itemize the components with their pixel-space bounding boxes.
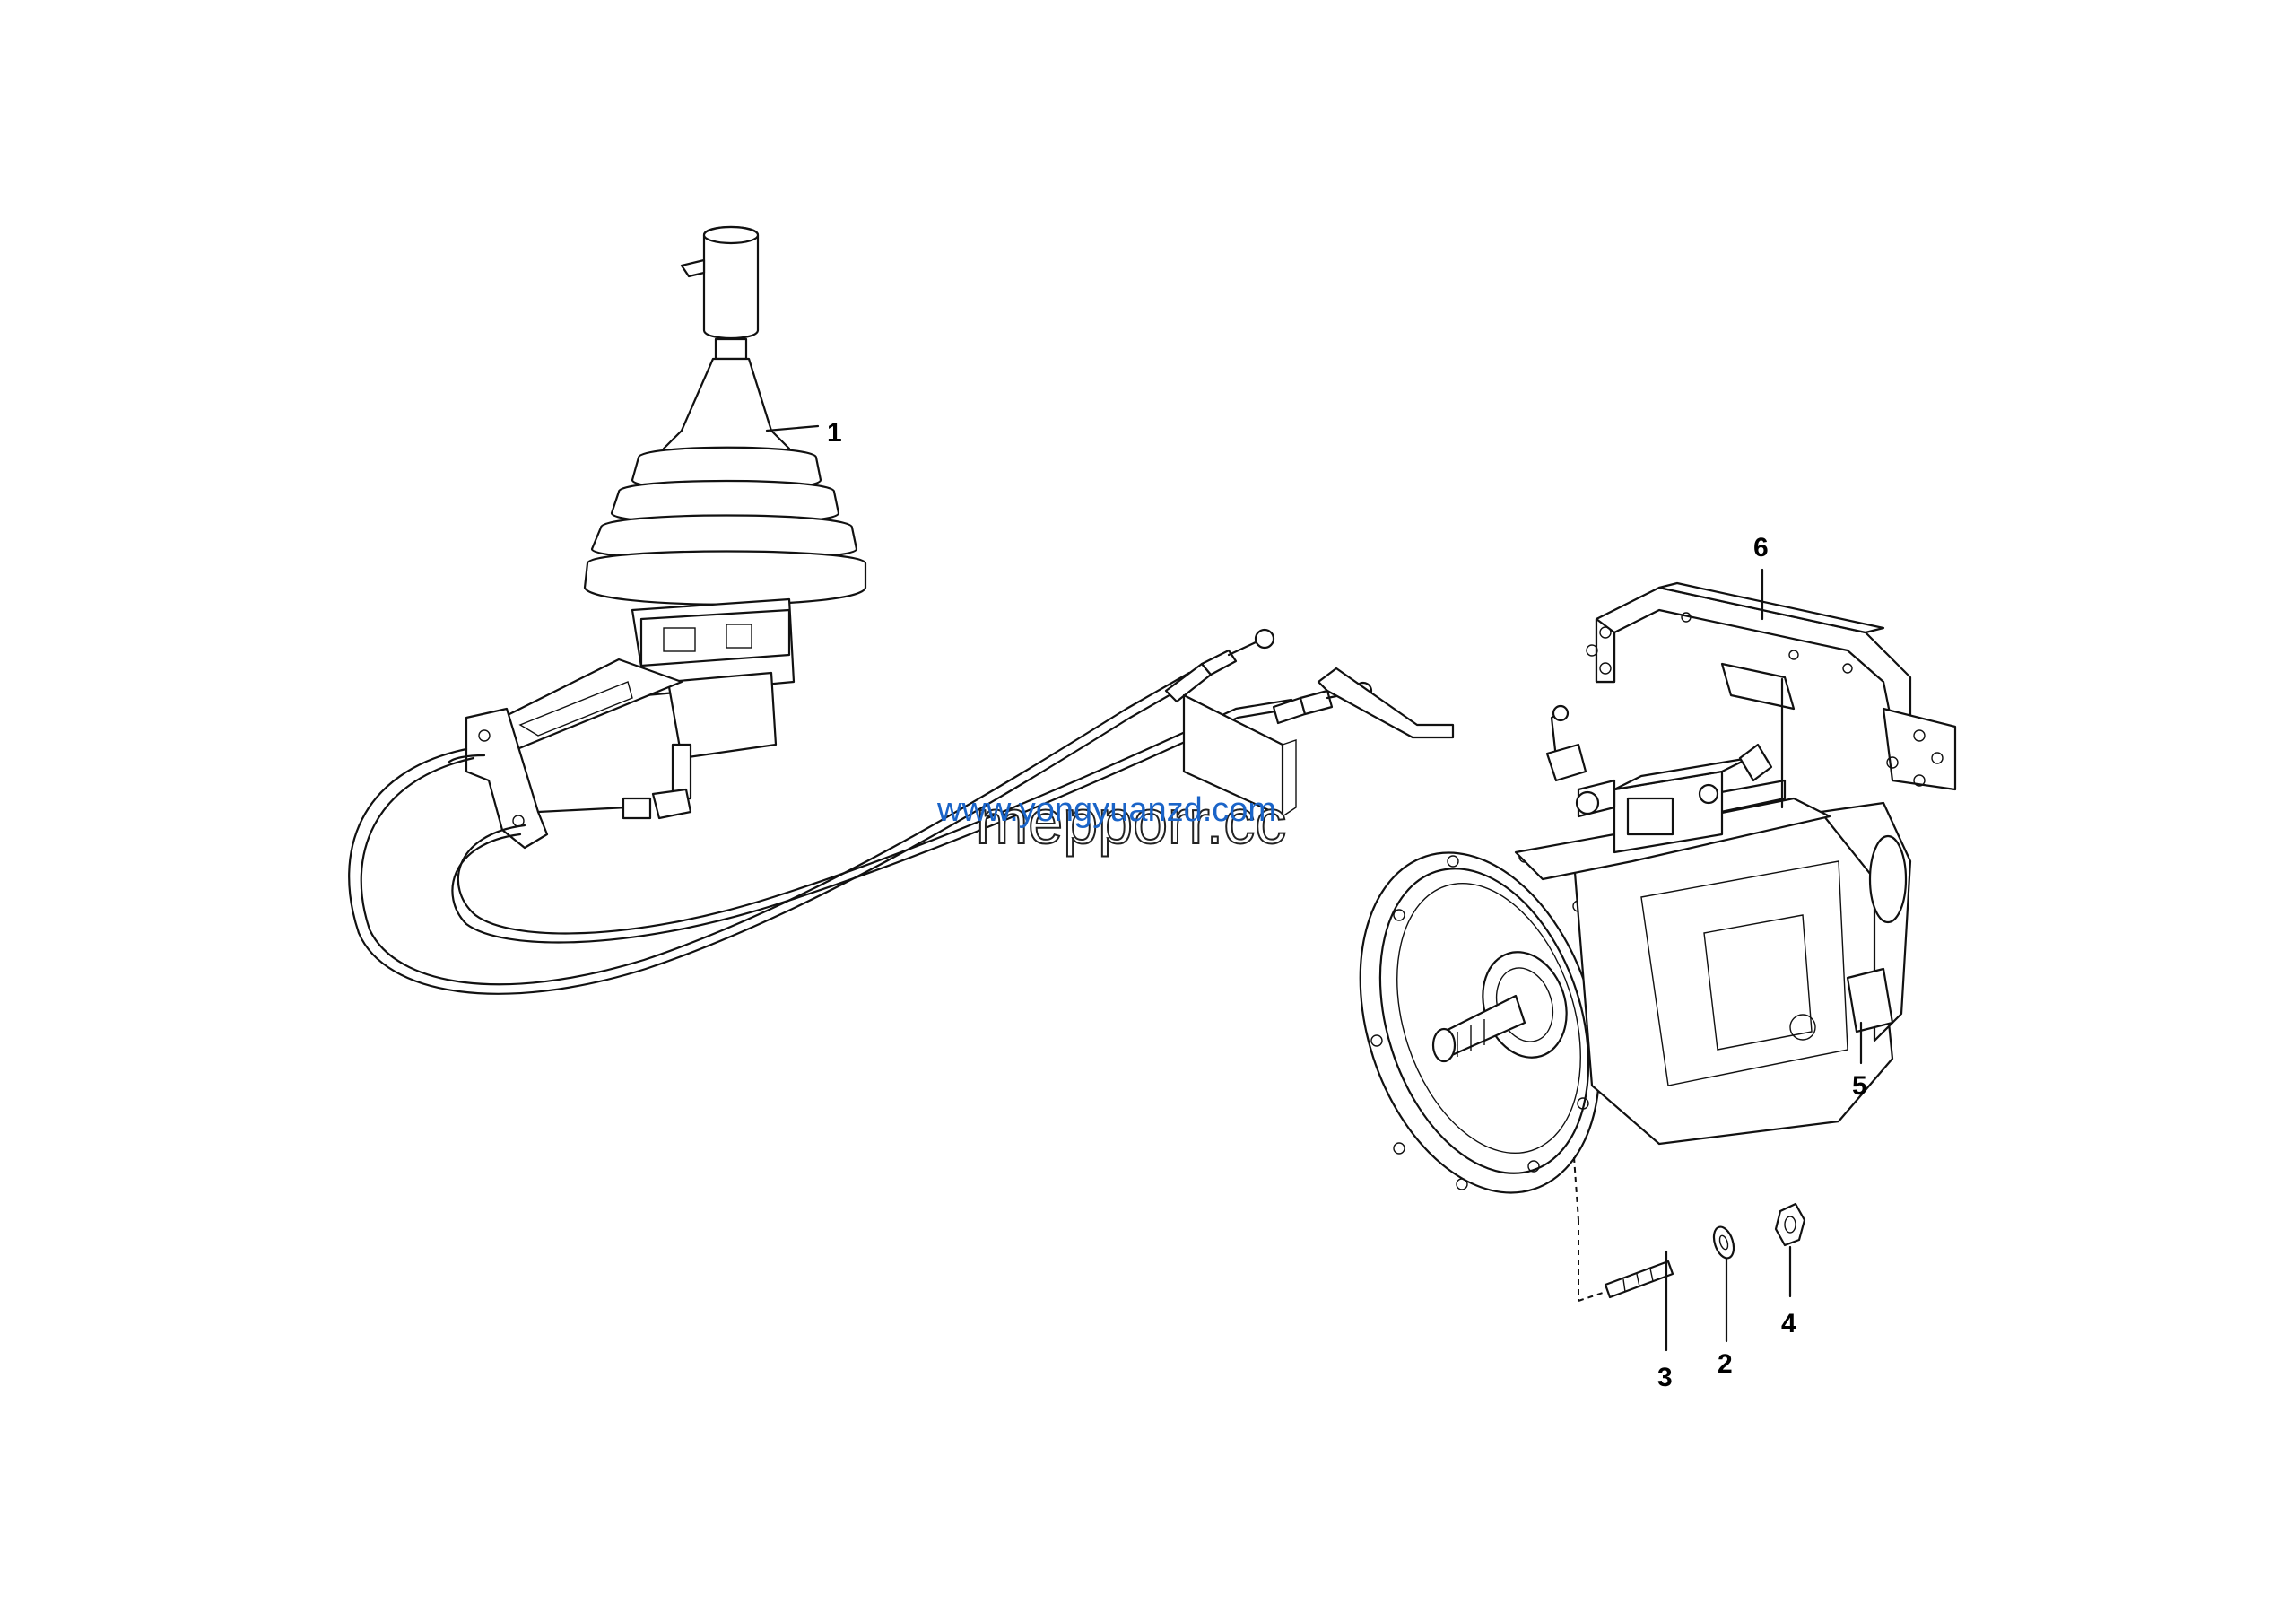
watermark-brand: mepporr.cc [976,787,1286,857]
shift-cables [348,628,1455,995]
watermark-url: www.yongyuanzd.com [936,791,1276,829]
fasteners [1573,1156,1806,1302]
callout-1: 1 [827,418,842,448]
callout-4: 4 [1781,1309,1796,1339]
transmission-support-bracket [1586,581,1957,791]
callout-6: 6 [1753,533,1769,562]
leader-lines [765,424,1863,1352]
callout-3: 3 [1657,1363,1673,1392]
transmission-gearbox [1359,704,1912,1194]
gear-shift-lever-assembly [447,225,867,850]
callout-5: 5 [1852,1071,1867,1101]
callout-2: 2 [1718,1349,1733,1379]
